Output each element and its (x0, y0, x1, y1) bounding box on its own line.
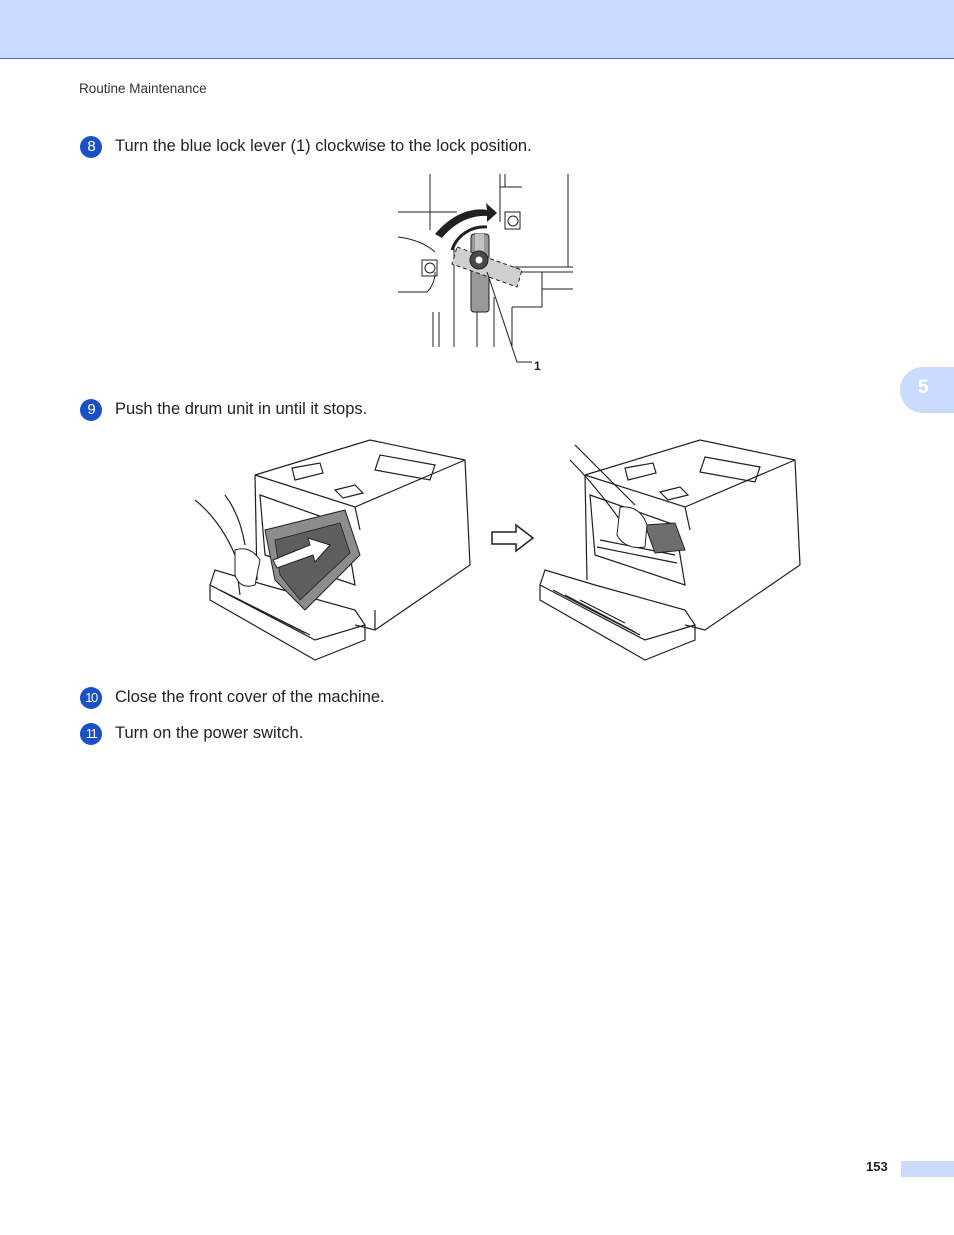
step-number-badge: 11 (80, 723, 102, 745)
right-arrow-icon (491, 523, 535, 553)
step-text: Close the front cover of the machine. (115, 688, 385, 706)
chapter-number: 5 (918, 377, 929, 398)
running-header-title: Routine Maintenance (79, 81, 207, 96)
step-number-badge: 10 (80, 687, 102, 709)
step-number-badge: 8 (80, 136, 102, 158)
step-text: Turn the blue lock lever (1) clockwise t… (115, 137, 532, 155)
step-text: Push the drum unit in until it stops. (115, 400, 368, 418)
drum-push-illustration (195, 439, 471, 661)
drum-installed-illustration (539, 439, 801, 661)
page-number-bar (901, 1161, 954, 1177)
step-number-badge: 9 (80, 399, 102, 421)
page-number: 153 (866, 1159, 888, 1174)
step-text: Turn on the power switch. (115, 724, 304, 742)
chapter-tab[interactable]: 5 (900, 367, 954, 413)
top-header-band (0, 0, 954, 59)
lock-lever-illustration: 1 (397, 174, 573, 373)
lever-callout-label: 1 (534, 359, 541, 373)
